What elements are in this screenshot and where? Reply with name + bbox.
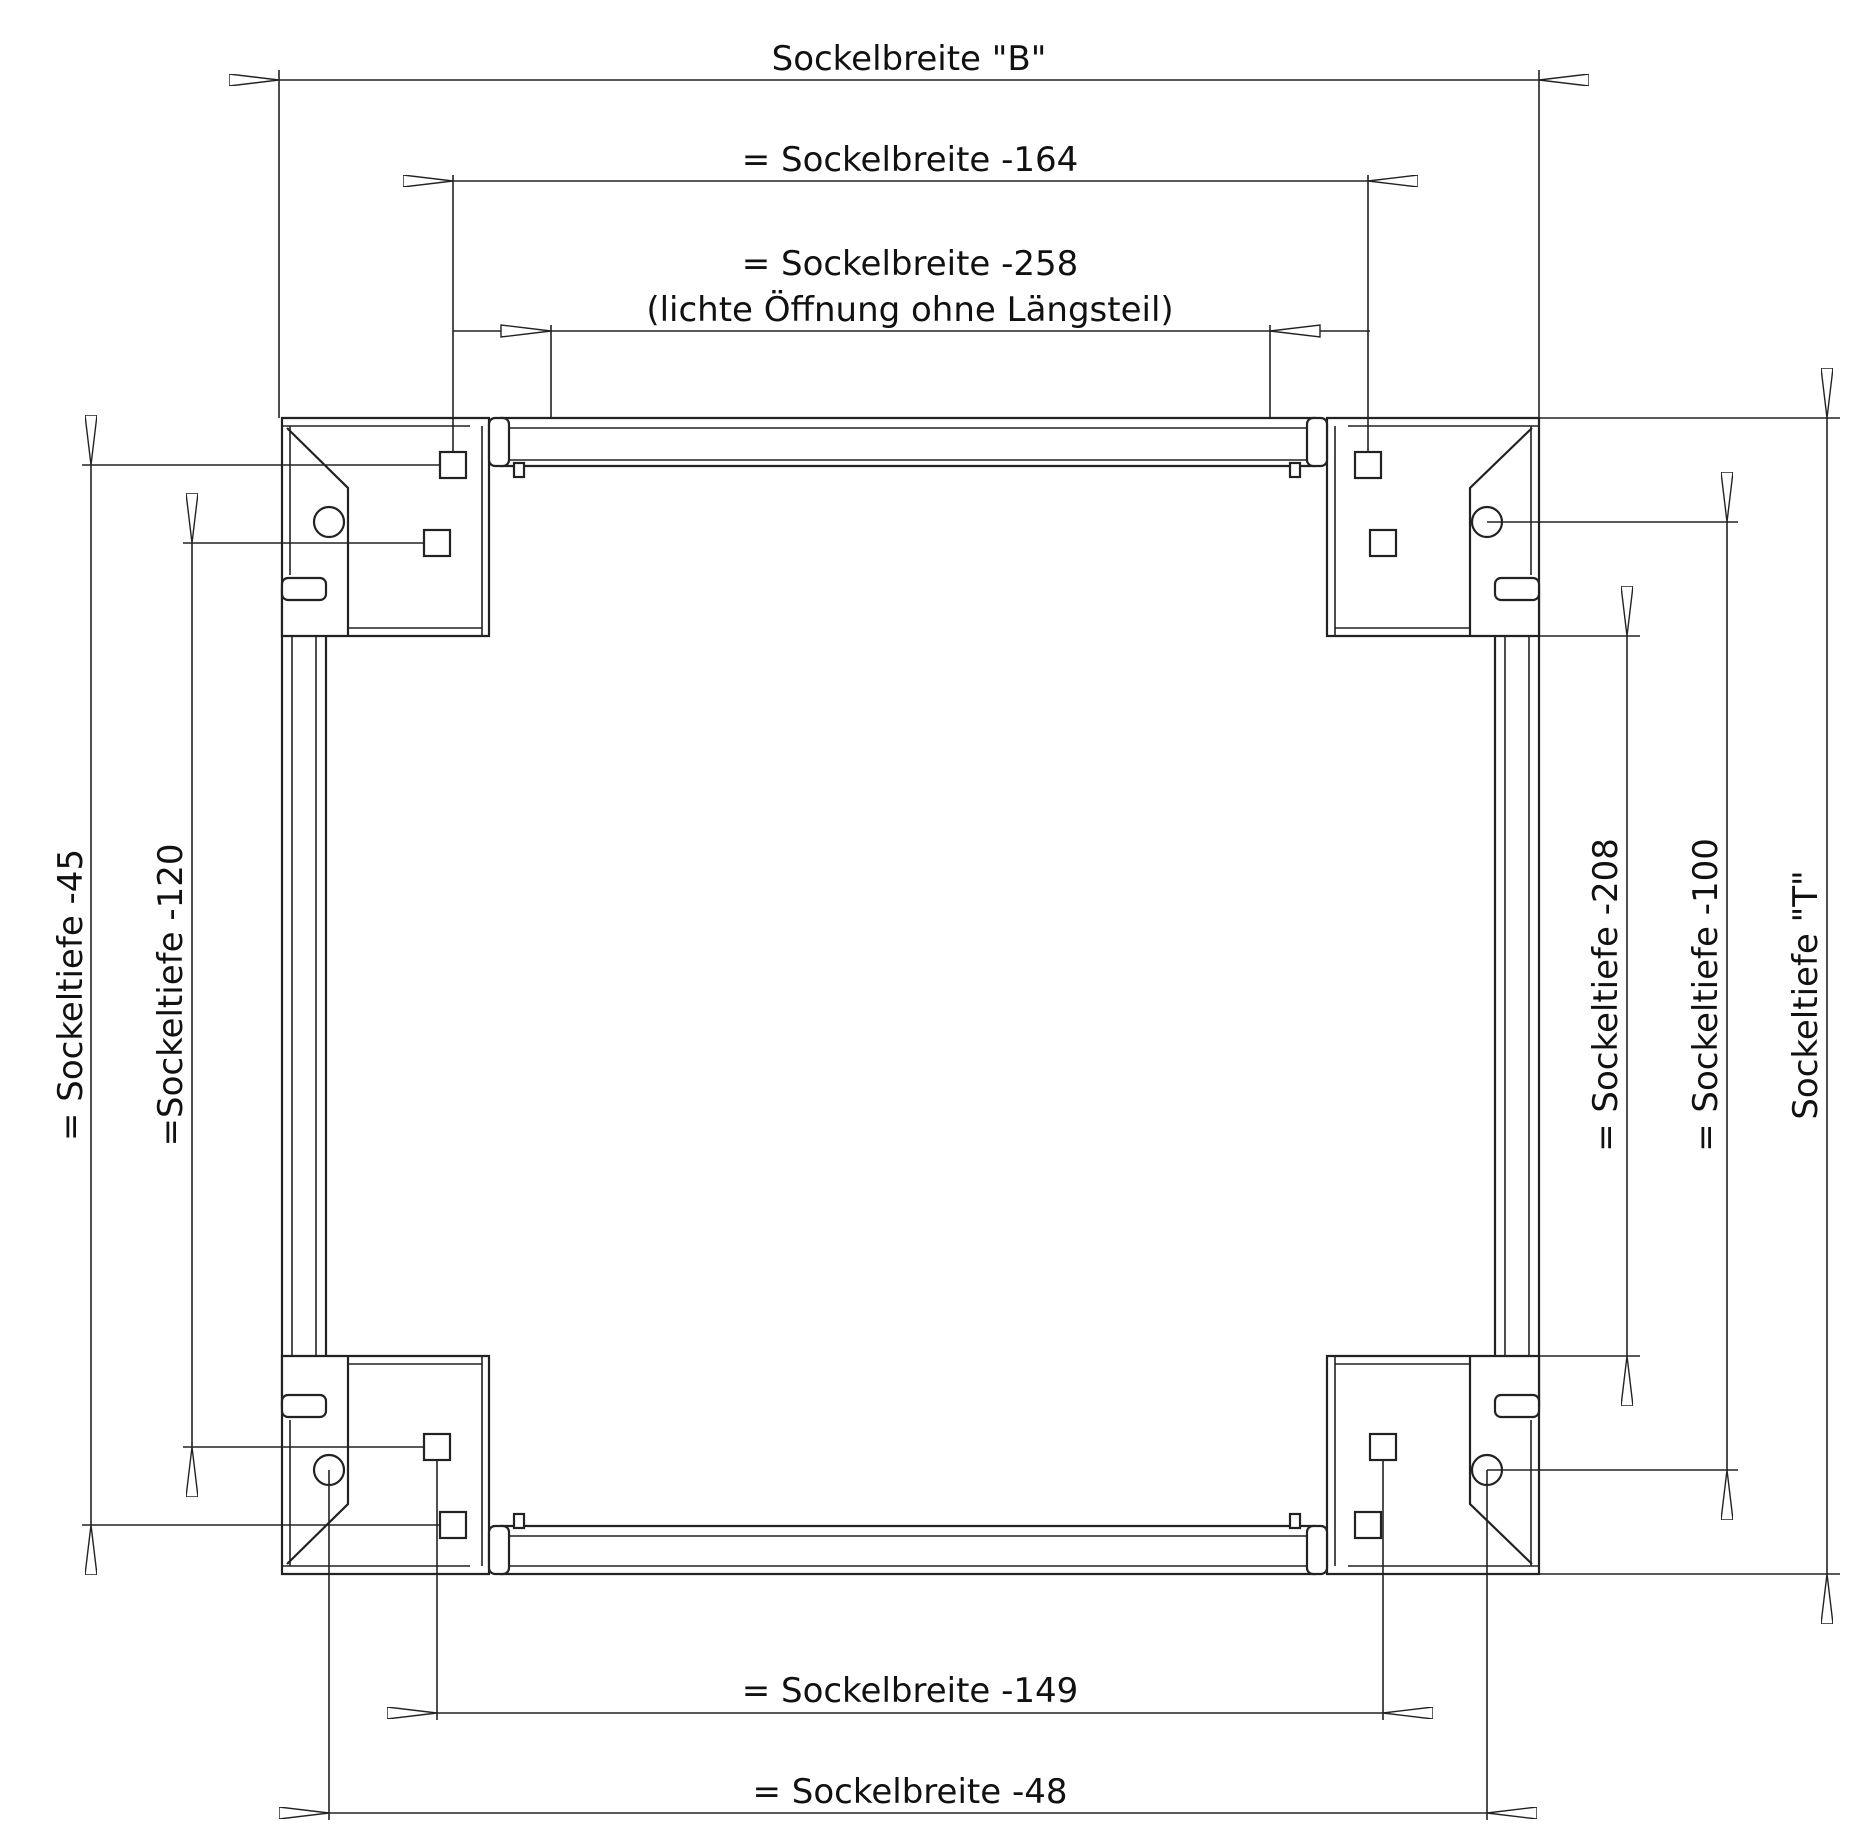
top-rail-left-cap [487, 416, 511, 468]
square-hole [1368, 528, 1398, 558]
square-hole [422, 1432, 452, 1462]
corner-bracket-top-right [1325, 416, 1541, 638]
square-hole [1353, 1510, 1383, 1540]
square-holes [422, 450, 1398, 1540]
dimension-labels: Sockelbreite "B" = Sockelbreite -164 = S… [51, 39, 1826, 1812]
bottom-rail [487, 1512, 1329, 1576]
square-hole [1353, 450, 1383, 480]
left-rail [280, 578, 328, 1419]
round-hole [312, 505, 346, 539]
square-hole [1368, 1432, 1398, 1462]
label-depth-208: = Sockeltiefe -208 [1586, 838, 1626, 1152]
label-width-258: = Sockelbreite -258 [742, 244, 1079, 284]
right-rail [1493, 578, 1541, 1419]
bottom-rail-left-cap [487, 1524, 511, 1576]
extension-lines [82, 70, 1840, 1820]
label-depth-total: Sockeltiefe "T" [1786, 870, 1826, 1119]
label-width-164: = Sockelbreite -164 [742, 140, 1079, 180]
right-rail-top-cap [1493, 576, 1541, 602]
arrowhead [1269, 324, 1321, 338]
square-hole [438, 1510, 468, 1540]
bottom-rail-right-cap [1305, 1524, 1329, 1576]
label-depth-100: = Sockeltiefe -100 [1686, 838, 1726, 1152]
label-depth-120: =Sockeltiefe -120 [151, 844, 191, 1147]
right-rail-bottom-cap [1493, 1393, 1541, 1419]
dimension-lines [91, 80, 1827, 1813]
label-depth-45: = Sockeltiefe -45 [51, 849, 91, 1141]
top-rail [487, 416, 1329, 479]
corner-bracket-bottom-left [280, 1354, 491, 1576]
square-hole [438, 450, 468, 480]
plinth-frame [280, 416, 1541, 1576]
label-width-258-note: (lichte Öffnung ohne Längsteil) [646, 289, 1173, 330]
label-width-149: = Sockelbreite -149 [742, 1671, 1079, 1711]
arrowhead [500, 324, 552, 338]
label-width-48: = Sockelbreite -48 [753, 1772, 1068, 1812]
top-rail-right-cap [1305, 416, 1329, 468]
corner-bracket-bottom-right [1325, 1354, 1541, 1576]
round-holes [312, 505, 1504, 1487]
left-rail-top-cap [280, 576, 328, 602]
label-width-total: Sockelbreite "B" [772, 39, 1047, 79]
left-rail-bottom-cap [280, 1393, 328, 1419]
corner-bracket-top-left [280, 416, 491, 638]
square-hole [422, 528, 452, 558]
